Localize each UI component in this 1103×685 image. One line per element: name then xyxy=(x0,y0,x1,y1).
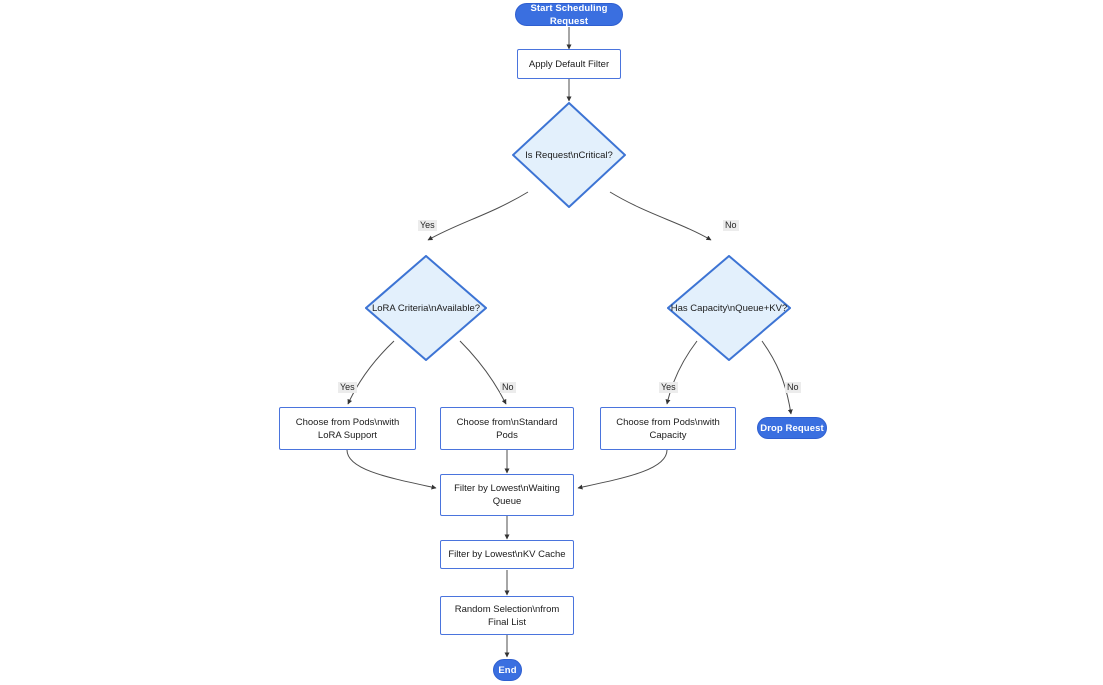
edge-label-critical-no: No xyxy=(723,220,739,231)
edge-podscap-filterqueue xyxy=(577,449,668,490)
edge-label-text: Yes xyxy=(340,382,355,392)
edge-label-lora-no: No xyxy=(500,382,516,393)
edge-label-text: No xyxy=(787,382,799,392)
node-is-request-critical[interactable]: Is Request\nCritical? xyxy=(512,102,626,208)
node-lora-criteria-available[interactable]: LoRA Criteria\nAvailable? xyxy=(365,255,487,361)
edge-podslora-filterqueue xyxy=(346,449,437,490)
edge-label-text: Yes xyxy=(420,220,435,230)
node-choose-pods-capacity-line1: Choose from Pods\nwith xyxy=(616,416,720,428)
edge-label-text: Yes xyxy=(661,382,676,392)
node-has-capacity[interactable]: Has Capacity\nQueue+KV? xyxy=(667,255,791,361)
node-random-selection-line2: Final List xyxy=(487,616,526,628)
node-is-request-critical-label: Is Request\nCritical? xyxy=(525,149,613,161)
node-filter-lowest-waiting-queue-line1: Filter by Lowest\nWaiting xyxy=(454,483,560,494)
node-has-capacity-label: Has Capacity\nQueue+KV? xyxy=(670,302,788,314)
edge-label-text: No xyxy=(502,382,514,392)
node-random-selection-line1: Random Selection\nfrom xyxy=(454,603,560,615)
node-filter-lowest-kv-cache-label: Filter by Lowest\nKV Cache xyxy=(448,549,566,560)
node-choose-standard-pods-line1: Choose from\nStandard xyxy=(456,416,558,428)
node-choose-standard-pods-line2: Pods xyxy=(496,429,518,441)
node-filter-lowest-waiting-queue[interactable]: Filter by Lowest\nWaiting Queue xyxy=(440,474,574,516)
node-start-label: Start Scheduling Request xyxy=(530,2,608,27)
node-apply-default-filter[interactable]: Apply Default Filter xyxy=(517,49,621,79)
node-random-selection[interactable]: Random Selection\nfrom Final List xyxy=(440,596,574,635)
node-filter-lowest-waiting-queue-line2: Queue xyxy=(492,496,522,507)
node-choose-pods-lora-support-line2: LoRA Support xyxy=(317,429,378,441)
node-filter-lowest-kv-cache[interactable]: Filter by Lowest\nKV Cache xyxy=(440,540,574,569)
node-end[interactable]: End xyxy=(493,659,522,681)
node-end-label: End xyxy=(498,664,517,676)
node-choose-pods-capacity-line2: Capacity xyxy=(649,429,687,441)
node-drop-request-label: Drop Request xyxy=(760,422,824,434)
node-choose-standard-pods[interactable]: Choose from\nStandard Pods xyxy=(440,407,574,450)
edge-label-critical-yes: Yes xyxy=(418,220,437,231)
node-start[interactable]: Start Scheduling Request xyxy=(515,2,623,27)
edge-label-text: No xyxy=(725,220,737,230)
node-drop-request[interactable]: Drop Request xyxy=(757,417,827,439)
node-apply-default-filter-label: Apply Default Filter xyxy=(528,58,610,70)
edge-label-lora-yes: Yes xyxy=(338,382,357,393)
node-choose-pods-capacity[interactable]: Choose from Pods\nwith Capacity xyxy=(600,407,736,450)
edge-label-capacity-no: No xyxy=(785,382,801,393)
node-choose-pods-lora-support-line1: Choose from Pods\nwith xyxy=(295,416,400,428)
edge-label-capacity-yes: Yes xyxy=(659,382,678,393)
node-choose-pods-lora-support[interactable]: Choose from Pods\nwith LoRA Support xyxy=(279,407,416,450)
node-lora-criteria-available-label: LoRA Criteria\nAvailable? xyxy=(371,302,481,314)
diamond-shape xyxy=(365,255,487,361)
diamond-shape xyxy=(512,102,626,208)
diamond-shape xyxy=(667,255,791,361)
